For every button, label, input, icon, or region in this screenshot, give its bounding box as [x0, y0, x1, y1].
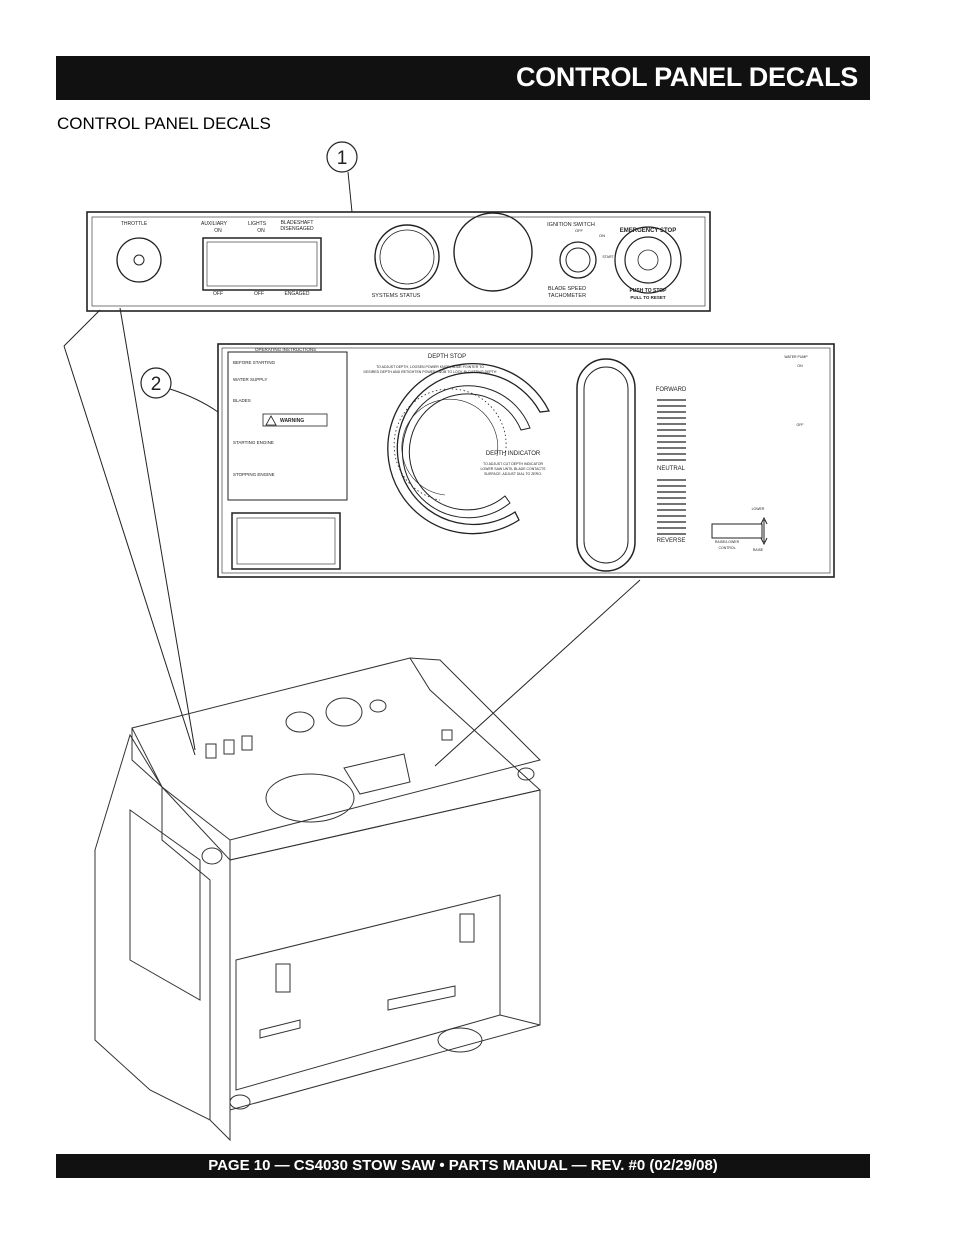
water-pump-label: WATER PUMP — [784, 355, 808, 359]
reverse-label: REVERSE — [657, 538, 686, 544]
ignition-off-label: OFF — [575, 228, 584, 233]
callout-1-label: 1 — [337, 148, 348, 169]
water-supply-label: WATER SUPPLY — [233, 377, 267, 382]
aux-on-label: ON — [214, 228, 222, 234]
depth-indicator-note-2: LOWER SAW UNTIL BLADE CONTACTS — [480, 467, 546, 471]
stopping-engine-label: STOPPING ENGINE — [233, 472, 275, 477]
depth-stop-label: DEPTH STOP — [428, 354, 466, 360]
section-title: CONTROL PANEL DECALS — [57, 114, 271, 133]
lights-label: LIGHTS — [248, 221, 267, 227]
starting-engine-label: STARTING ENGINE — [233, 440, 274, 445]
engaged-label: ENGAGED — [284, 291, 309, 297]
lights-off-label: OFF — [254, 291, 264, 297]
water-pump-on-label: ON — [797, 364, 803, 368]
footer-text: PAGE 10 — CS4030 STOW SAW • PARTS MANUAL… — [208, 1157, 718, 1174]
warning-label: WARNING — [280, 418, 304, 424]
saw-machine-drawing — [94, 657, 541, 1142]
ignition-start-label: START — [602, 255, 614, 259]
depth-indicator-label: DEPTH INDICATOR — [486, 451, 541, 457]
disengaged-label: DISENGAGED — [280, 226, 314, 232]
estop-bottom-label: PUSH TO STOP — [629, 288, 667, 294]
ignition-on-label: ON — [599, 233, 605, 238]
raise-label: RAISE — [753, 548, 764, 552]
speed-marker-ladder — [657, 399, 686, 535]
page-title: CONTROL PANEL DECALS — [515, 62, 858, 92]
blade-speed-label: BLADE SPEED — [548, 286, 586, 292]
callout-2-label: 2 — [151, 374, 162, 395]
depth-indicator-note-3: SURFACE. ADJUST DIAL TO ZERO. — [484, 472, 542, 476]
raise-lower-label: RAISE/LOWER — [715, 540, 740, 544]
blades-label: BLADES — [233, 398, 251, 403]
aux-off-label: OFF — [213, 291, 223, 297]
callout-2-circle — [140, 367, 172, 399]
water-pump-off-label: OFF — [797, 423, 804, 427]
control-label: CONTROL — [718, 546, 735, 550]
ignition-switch-label: IGNITION SWITCH — [547, 222, 595, 228]
depth-stop-note-1: TO ADJUST DEPTH, LOOSEN POWER KNOB, SLID… — [376, 365, 484, 369]
footer-bar: PAGE 10 — CS4030 STOW SAW • PARTS MANUAL… — [56, 1154, 870, 1178]
neutral-label: NEUTRAL — [657, 466, 686, 472]
panel-1-decal — [86, 211, 711, 312]
auxiliary-label: AUXILIARY — [201, 221, 228, 227]
estop-bottom2-label: PULL TO RESET — [630, 295, 666, 300]
callout-1-circle — [326, 141, 358, 173]
throttle-label: THROTTLE — [121, 221, 148, 227]
panel-2-decal — [217, 343, 835, 578]
operating-instructions-label: OPERATING INSTRUCTIONS — [255, 347, 316, 352]
depth-indicator-note-1: TO ADJUST CUT DEPTH INDICATOR — [483, 462, 543, 466]
systems-status-label: SYSTEMS STATUS — [372, 293, 421, 299]
forward-label: FORWARD — [656, 387, 687, 393]
depth-stop-note-2: DESIRED DEPTH AND RETIGHTEN POWER KNOB T… — [364, 370, 497, 374]
lights-on-label: ON — [257, 228, 265, 234]
estop-top-label: EMERGENCY STOP — [620, 228, 676, 234]
before-starting-label: BEFORE STARTING — [233, 360, 276, 365]
bladeshaft-label: BLADESHAFT — [281, 220, 314, 226]
lower-label: LOWER — [752, 507, 765, 511]
tachometer-label: TACHOMETER — [548, 293, 586, 299]
header-bar: CONTROL PANEL DECALS — [56, 56, 870, 100]
